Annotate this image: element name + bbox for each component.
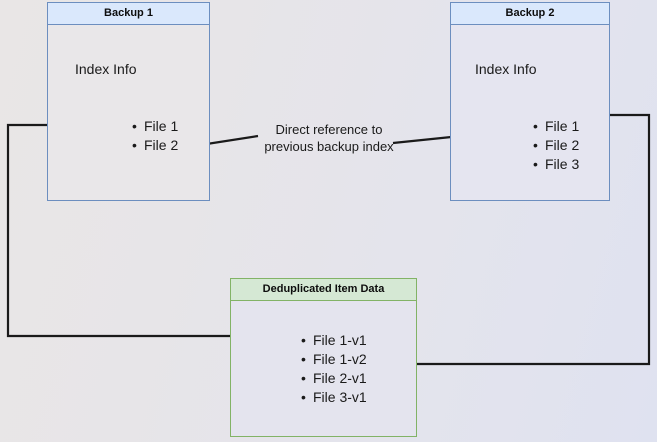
node-backup-2-file-list: File 1 File 2 File 3 (527, 117, 579, 174)
node-backup-2-subtitle: Index Info (475, 61, 537, 77)
list-item: File 2 (533, 136, 579, 155)
list-item: File 3-v1 (301, 388, 367, 407)
node-backup-1[interactable]: Backup 1 Index Info File 1 File 2 (47, 2, 210, 201)
edge-label-line-1: Direct reference to (275, 122, 383, 137)
node-deduplicated-item-data-title: Deduplicated Item Data (231, 279, 416, 301)
list-item: File 1 (533, 117, 579, 136)
list-item: File 3 (533, 155, 579, 174)
node-backup-2[interactable]: Backup 2 Index Info File 1 File 2 File 3 (450, 2, 610, 201)
node-deduplicated-item-data[interactable]: Deduplicated Item Data File 1-v1 File 1-… (230, 278, 417, 437)
edge-label-line-2: previous backup index (264, 139, 394, 154)
node-backup-1-subtitle: Index Info (75, 61, 137, 77)
list-item: File 2-v1 (301, 369, 367, 388)
list-item: File 1-v2 (301, 350, 367, 369)
node-backup-1-body: Index Info File 1 File 2 (48, 25, 209, 200)
list-item: File 2 (132, 136, 178, 155)
node-backup-1-file-list: File 1 File 2 (126, 117, 178, 155)
node-backup-1-title: Backup 1 (48, 3, 209, 25)
list-item: File 1 (132, 117, 178, 136)
node-deduplicated-item-data-body: File 1-v1 File 1-v2 File 2-v1 File 3-v1 (231, 301, 416, 436)
node-deduplicated-item-data-file-list: File 1-v1 File 1-v2 File 2-v1 File 3-v1 (295, 331, 367, 407)
node-backup-2-body: Index Info File 1 File 2 File 3 (451, 25, 609, 200)
edge-label-direct-reference: Direct reference to previous backup inde… (246, 121, 412, 155)
node-backup-2-title: Backup 2 (451, 3, 609, 25)
list-item: File 1-v1 (301, 331, 367, 350)
